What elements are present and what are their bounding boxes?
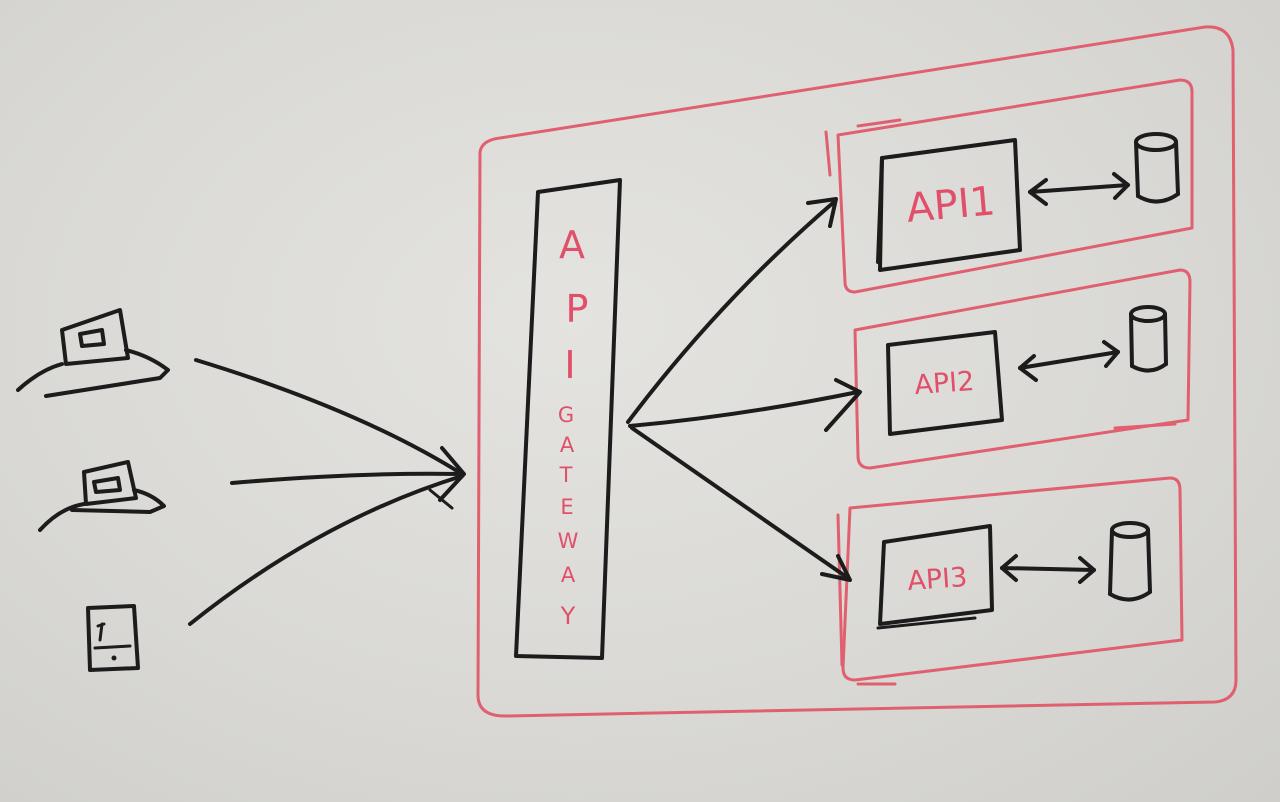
client3-to-gateway-arrow xyxy=(188,474,464,626)
gateway-arrowhead-tick xyxy=(428,488,454,510)
gateway-letter-a3: A xyxy=(561,563,576,587)
api2-box xyxy=(886,330,1004,436)
service-container-3-stroke xyxy=(836,513,897,686)
laptop-icon xyxy=(38,460,166,532)
api3-db-arrow xyxy=(1000,554,1096,584)
gateway-letter-p: P xyxy=(566,287,589,331)
gateway-box xyxy=(514,178,622,660)
gateway-letter-i: I xyxy=(564,343,575,387)
gateway-letter-a2: A xyxy=(560,433,575,457)
gateway-letter-g: G xyxy=(558,403,574,427)
api3-box xyxy=(878,524,994,626)
gateway-letter-a: A xyxy=(559,223,585,267)
database-icon xyxy=(1108,521,1152,602)
gateway-letter-y: Y xyxy=(560,602,576,630)
system-boundary xyxy=(476,25,1238,718)
api3-box-underline xyxy=(876,616,977,630)
mobile-phone-icon xyxy=(86,604,140,672)
gateway-to-api1-arrow xyxy=(626,197,838,424)
gateway-to-api3-arrow xyxy=(630,426,852,582)
api1-label: API1 xyxy=(905,178,997,232)
api1-box-edge xyxy=(876,156,884,264)
client1-to-gateway-arrow xyxy=(194,358,464,476)
database-icon xyxy=(1129,305,1168,373)
gateway-label: A P I G A T E W A Y xyxy=(558,223,589,630)
service-container-1 xyxy=(836,78,1194,294)
laptop-icon xyxy=(16,308,170,398)
api2-db-arrow xyxy=(1018,340,1120,382)
client2-to-gateway-arrow xyxy=(230,471,464,485)
service-container-2-stroke xyxy=(1113,422,1177,430)
gateway-arrowhead xyxy=(438,446,466,502)
gateway-letter-e: E xyxy=(560,495,573,519)
api2-label: API2 xyxy=(913,366,975,401)
service-container-2 xyxy=(853,268,1192,470)
service-container-1-stroke xyxy=(824,118,902,177)
service-container-3 xyxy=(841,476,1184,682)
database-icon xyxy=(1134,132,1180,204)
gateway-letter-t: T xyxy=(559,463,573,487)
gateway-to-api2-arrow xyxy=(628,378,862,432)
api1-db-arrow xyxy=(1028,172,1130,206)
api3-label: API3 xyxy=(906,562,968,597)
gateway-letter-w: W xyxy=(558,529,579,553)
